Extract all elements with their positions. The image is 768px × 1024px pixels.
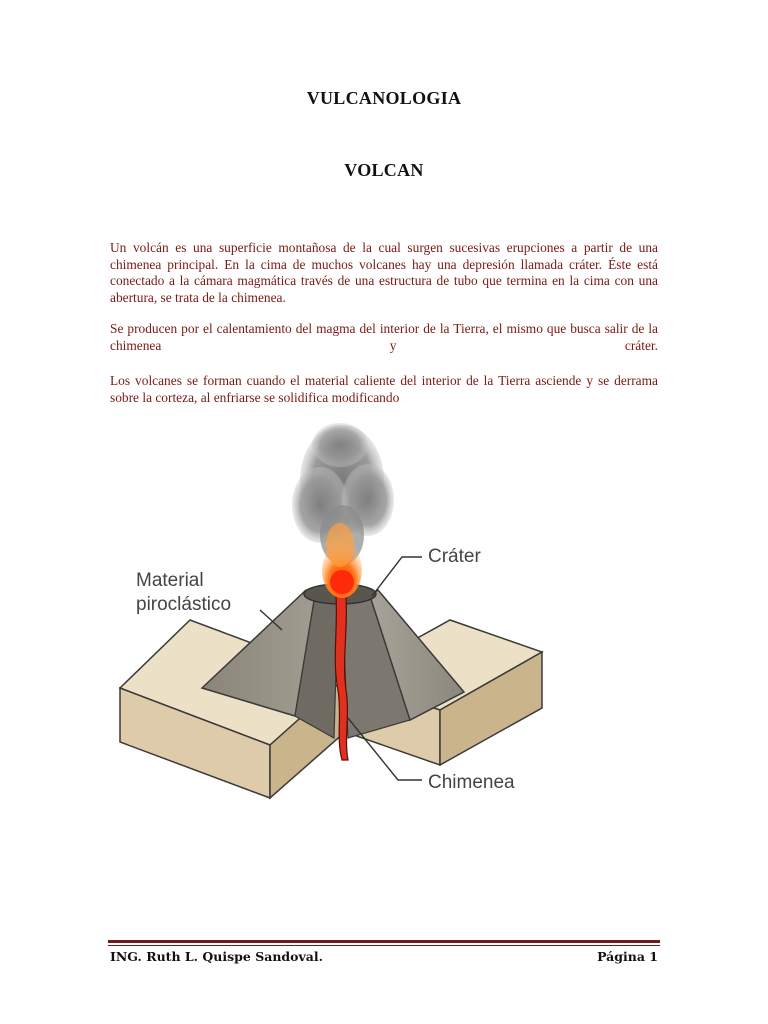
label-crater: Cráter xyxy=(428,546,481,567)
label-material: Material xyxy=(136,570,204,591)
ground-side-right xyxy=(439,650,543,767)
label-chimenea: Chimenea xyxy=(428,772,515,793)
footer-author: ING. Ruth L. Quispe Sandoval. xyxy=(110,949,323,964)
chimenea-leader xyxy=(347,717,422,781)
label-piroclastico: piroclástico xyxy=(136,594,231,615)
paragraph-2: Se producen por el calentamiento del mag… xyxy=(110,321,658,353)
crater-leader xyxy=(371,556,422,597)
volcano-diagram: Material piroclástico Cráter Chimenea xyxy=(110,420,550,810)
footer-page-number: Página 1 xyxy=(597,949,658,964)
document-title: VULCANOLOGIA xyxy=(306,88,462,108)
paragraph-1: Un volcán es una superficie montañosa de… xyxy=(110,240,658,305)
material-leader xyxy=(259,609,283,631)
section-title: VOLCAN xyxy=(344,160,424,180)
chimney-conduit xyxy=(334,595,349,761)
footer-rule xyxy=(108,940,660,946)
paragraph-3: Los volcanes se forman cuando el materia… xyxy=(110,373,658,405)
